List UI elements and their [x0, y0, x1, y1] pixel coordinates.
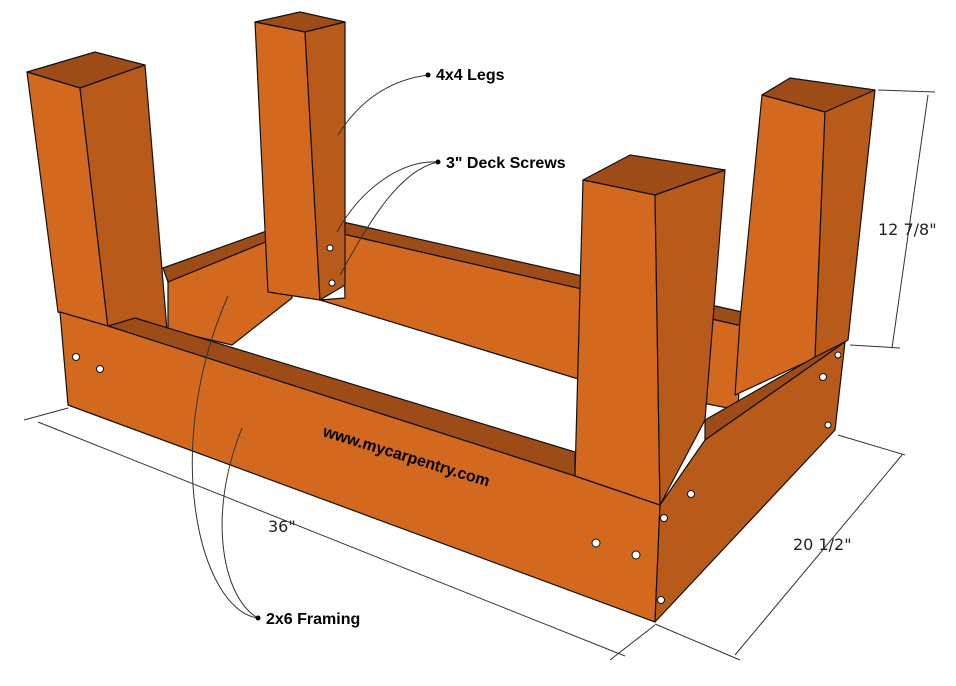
screw-icon [824, 421, 832, 429]
screw-icon [328, 279, 336, 287]
screw-icon [819, 373, 827, 381]
back-left-framing-board [162, 227, 293, 346]
screw-icon [96, 365, 104, 373]
callout-lines [191, 72, 441, 621]
back-left-leg [254, 11, 346, 301]
right-framing-board [654, 341, 846, 623]
screw-icon [631, 550, 641, 560]
screw-icon [834, 351, 842, 359]
screw-icon [326, 244, 334, 252]
screw-icon [591, 538, 601, 548]
back-right-leg [734, 77, 876, 396]
front-framing-board [59, 311, 661, 623]
screw-icon [687, 490, 695, 498]
screw-icon [660, 514, 668, 522]
legs-label: 4x4 Legs [436, 67, 505, 84]
screw-icon [72, 353, 80, 361]
framing-label: 2x6 Framing [266, 611, 360, 628]
length-dimension: 36" [268, 517, 296, 536]
deck-screws-label: 3" Deck Screws [446, 155, 566, 172]
width-dimension: 20 1/2" [793, 535, 852, 554]
height-dimension: 12 7/8" [878, 220, 937, 239]
front-right-leg [574, 154, 726, 506]
screw-icon [657, 596, 665, 604]
dimension-lines [23, 89, 936, 661]
front-left-leg [26, 51, 168, 331]
